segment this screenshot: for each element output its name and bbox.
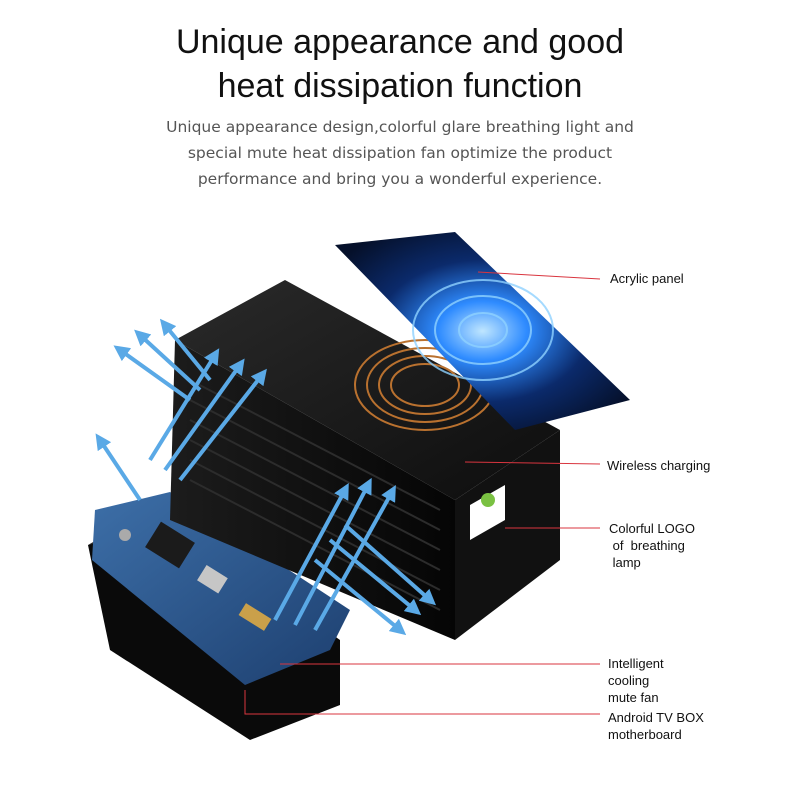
- description-line-1: Unique appearance design,colorful glare …: [166, 118, 634, 136]
- android-logo-icon: [470, 485, 505, 540]
- description: Unique appearance design,colorful glare …: [0, 114, 800, 192]
- leader-lines: [244, 271, 601, 715]
- description-line-3: performance and bring you a wonderful ex…: [197, 170, 603, 188]
- callout-logo-lamp: Colorful LOGO of breathing lamp: [609, 521, 695, 570]
- callout-acrylic-panel: Acrylic panel: [610, 271, 684, 286]
- motherboard: [92, 492, 350, 685]
- page-title: Unique appearance and good heat dissipat…: [0, 20, 800, 108]
- acrylic-panel: [335, 232, 630, 430]
- page-title-line-2: heat dissipation function: [217, 67, 583, 105]
- callout-cooling-fan: Intelligent cooling mute fan: [608, 656, 664, 705]
- callout-wireless-charging: Wireless charging: [607, 458, 711, 473]
- description-line-2: special mute heat dissipation fan optimi…: [187, 144, 613, 162]
- tv-box-body: [170, 280, 560, 640]
- callout-motherboard: Android TV BOX motherboard: [608, 710, 704, 742]
- airflow-arrows: [95, 318, 436, 636]
- page-title-line-1: Unique appearance and good: [175, 23, 625, 61]
